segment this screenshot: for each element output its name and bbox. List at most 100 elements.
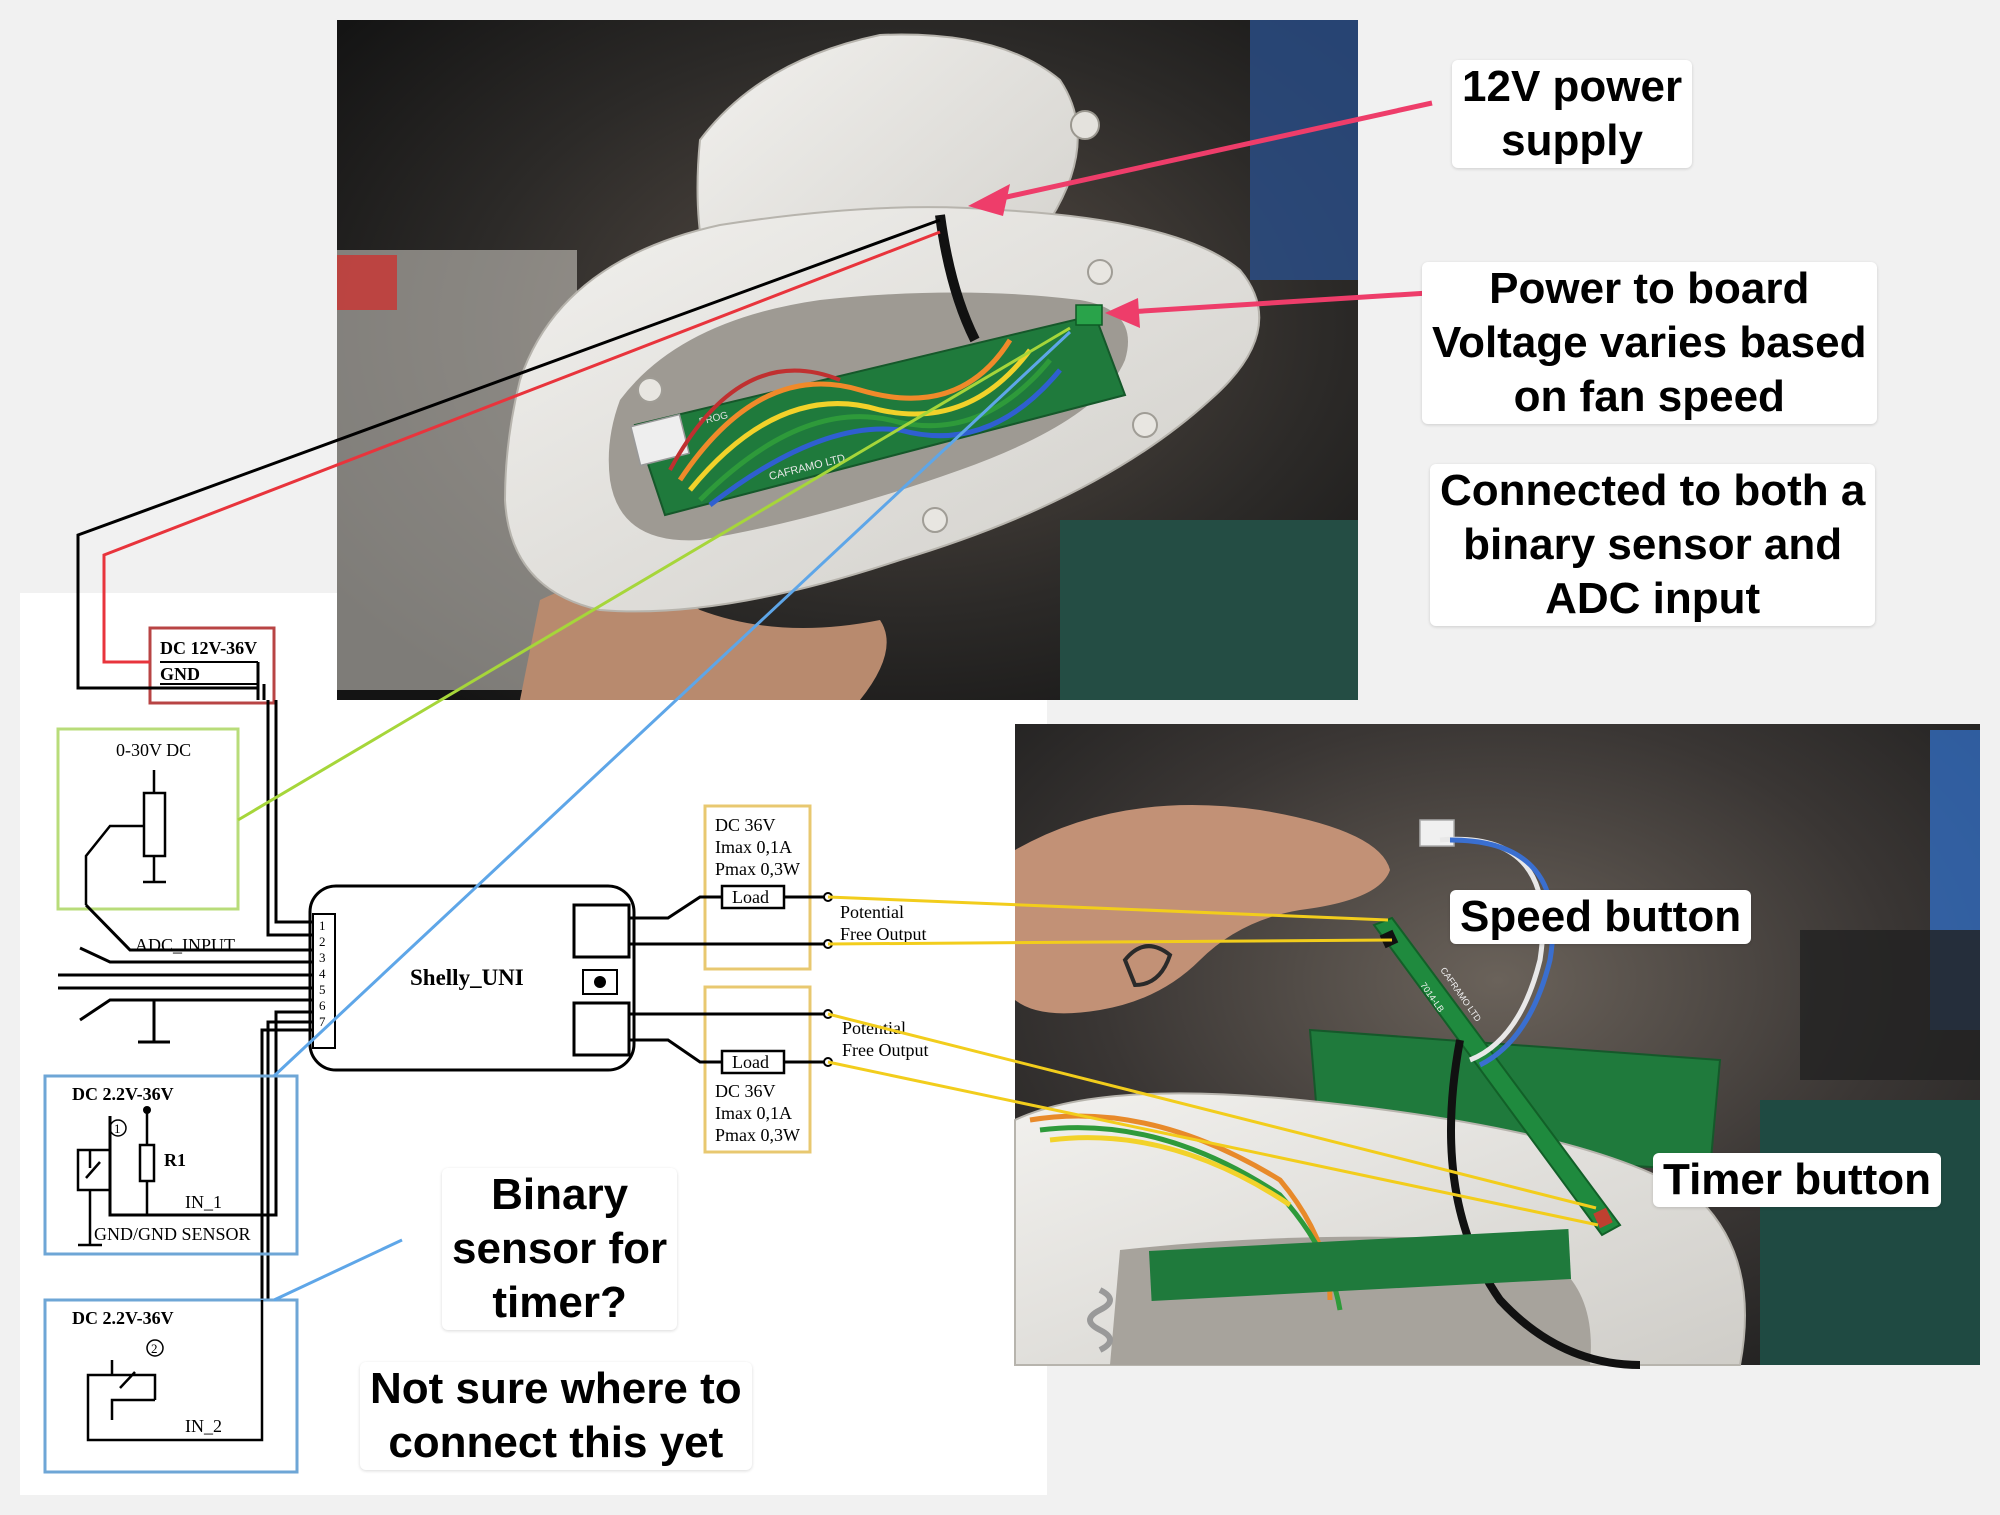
top-photo-wire-bundle-1 [677,338,1013,482]
label-timer-button: Timer button [1653,1153,1942,1207]
yellow-line-2b [827,1060,1599,1227]
label-power-to-board-line-1: Power to board [1489,264,1810,313]
strip-black-cable [1447,1039,1641,1369]
top-photo-wire-bundle-3 [698,358,1052,502]
pot-wiper [84,770,166,905]
label-power-to-board-line-3: on fan speed [1513,372,1785,421]
in-1-name: IN_1 [185,1192,222,1212]
lid-screw-hole-1 [1070,110,1100,140]
schematic-panel: DC 12V-36V GND 0-30V DC ADC_INPUT 1 2 3 … [20,593,1047,1495]
in-1-marker: 1 [114,1121,121,1136]
label-not-sure-line-1: Not sure where to [370,1364,742,1413]
output-1-spec-2: Imax 0,1A [715,837,792,857]
label-binary-sensor-line-3: timer? [492,1278,627,1327]
top-photo-black-cable [935,214,980,343]
base-screw-post-3 [922,507,948,533]
pin-3: 3 [319,950,326,965]
output-1-label-1: Potential [840,902,904,922]
power-voltage-label: DC 12V-36V [160,638,257,658]
top-photo-cutting-mat [1060,520,1358,700]
shelly-uni-box [308,884,636,1072]
in-1-ground-label: GND/GND SENSOR [94,1224,251,1244]
relay-2-box [572,1001,631,1057]
timer-button-switch [1593,1207,1613,1229]
output-2-spec-2: Imax 0,1A [715,1103,792,1123]
output-1-box [703,804,812,971]
top-pcb-connector [629,413,691,467]
in-2-marker-circle [146,1339,164,1357]
top-photo-monitor [1250,20,1358,280]
label-connected-line-1: Connected to both a [1440,466,1866,515]
in-2-voltage: DC 2.2V-36V [72,1308,174,1328]
label-connected: Connected to both a binary sensor and AD… [1430,464,1876,626]
top-photo-wire-bundle-5 [668,368,841,471]
label-binary-sensor-line-2: sensor for [452,1224,668,1273]
label-power-supply-line-1: 12V power [1462,62,1683,111]
label-binary-sensor-line-1: Binary [491,1170,629,1219]
in-1-resistor-label: R1 [164,1150,186,1170]
bottom-photo-front-pcb [1148,1229,1572,1301]
power-gnd-label: GND [160,664,200,684]
in-1-box [43,1074,299,1256]
pink-arrowhead-power-board [1105,298,1140,328]
label-binary-sensor: Binary sensor for timer? [442,1168,678,1330]
in-1-voltage: DC 2.2V-36V [72,1084,174,1104]
bottom-photo-hand [1015,805,1390,1014]
in-1-switch [76,1140,112,1210]
adc-range-label: 0-30V DC [116,740,191,760]
strip-blue-cable [1449,837,1556,1068]
label-not-sure: Not sure where to connect this yet [360,1362,752,1470]
blue-in2-line [273,1238,403,1302]
in-1-ground [78,1190,102,1247]
in-2-marker: 2 [151,1341,158,1356]
output-2-label-2: Free Output [842,1040,928,1060]
bottom-photo-laptop [1800,930,1980,1080]
finger-tattoo [1122,944,1173,988]
ground-symbol [138,1000,170,1044]
blue-binary-line [272,330,1072,1078]
in-1-resistor-top [143,1106,151,1114]
in-2-switch [86,1300,264,1442]
output-2-spec-3: Pmax 0,3W [715,1125,800,1145]
in-2-name: IN_2 [185,1416,222,1436]
output-2-wires [629,1012,825,1064]
adc-input-label: ADC_INPUT [135,935,235,955]
output-1-spec-3: Pmax 0,3W [715,859,800,879]
label-connected-line-2: binary sensor and [1463,520,1843,569]
top-pcb [633,313,1127,517]
output-1-wires [629,895,825,946]
top-photo: PROG CAFRAMO LTD [337,20,1358,700]
label-power-to-board: Power to board Voltage varies based on f… [1422,262,1877,424]
pink-arrow-power-supply [992,100,1433,203]
shelly-device-name: Shelly_UNI [410,965,524,990]
power-input-box [148,626,276,705]
top-pcb-terminal [1075,304,1103,326]
label-power-supply-line-2: supply [1501,116,1643,165]
adc-input-lines [58,903,313,1022]
bottom-photo-spring [1087,1287,1113,1353]
power-rail-a [256,662,313,937]
base-screw-post-4 [1132,412,1158,438]
pin-5: 5 [319,982,326,997]
top-photo-red-object [337,255,397,310]
relay-1-box [572,903,631,959]
label-speed-button: Speed button [1450,890,1752,944]
label-power-supply: 12V power supply [1452,60,1693,168]
in-1-marker-circle [109,1119,127,1137]
label-connected-line-3: ADC input [1545,574,1761,623]
black-power-wire [76,218,941,690]
output-1-load-label: Load [732,887,769,907]
yellow-line-2a [827,1012,1597,1210]
output-2-load-label: Load [732,1052,769,1072]
output-1-label-2: Free Output [840,924,926,944]
output-2-box [703,985,812,1154]
pin-1: 1 [319,918,326,933]
label-not-sure-line-2: connect this yet [388,1418,724,1467]
bottom-photo: 7014-LB CAFRAMO LTD [1014,724,1980,1369]
shelly-button-frame [582,969,618,995]
output-1-spec-1: DC 36V [715,815,776,835]
pin-4: 4 [319,966,326,981]
top-photo-wire-bundle-2 [688,348,1032,492]
label-power-to-board-line-2: Voltage varies based [1432,318,1867,367]
